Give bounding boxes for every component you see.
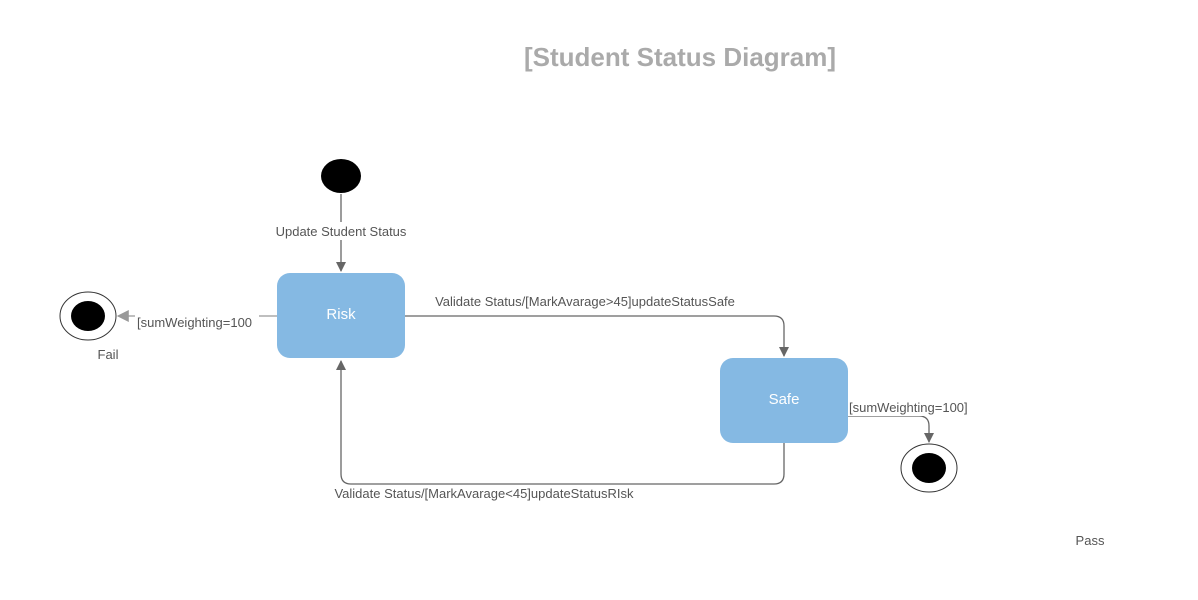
final-state-pass-label: Pass bbox=[1076, 533, 1105, 548]
label-bg-fail bbox=[135, 313, 259, 330]
transition-label-safe-to-risk: Validate Status/[MarkAvarage<45]updateSt… bbox=[334, 486, 634, 501]
transition-safe-to-pass bbox=[848, 415, 934, 443]
final-state-fail bbox=[59, 291, 117, 341]
label-bg-initial bbox=[268, 222, 414, 240]
state-safe-label: Safe bbox=[769, 391, 800, 408]
transition-risk-to-safe bbox=[405, 315, 789, 357]
state-risk-label: Risk bbox=[326, 306, 356, 323]
final-state-fail-label: Fail bbox=[98, 347, 119, 362]
label-bg-pass bbox=[848, 398, 972, 416]
state-safe bbox=[720, 358, 848, 443]
final-state-pass bbox=[900, 443, 958, 493]
diagram-title: [Student Status Diagram] bbox=[524, 42, 836, 72]
transition-label-risk-to-safe: Validate Status/[MarkAvarage>45]updateSt… bbox=[435, 294, 735, 309]
state-risk bbox=[277, 273, 405, 358]
transition-label-update-student-status: Update Student Status bbox=[276, 224, 407, 239]
initial-state bbox=[321, 159, 361, 193]
transition-label-risk-to-fail: [sumWeighting=100 bbox=[137, 315, 252, 330]
transition-safe-to-risk bbox=[336, 360, 785, 485]
transition-label-safe-to-pass: [sumWeighting=100] bbox=[849, 400, 968, 415]
